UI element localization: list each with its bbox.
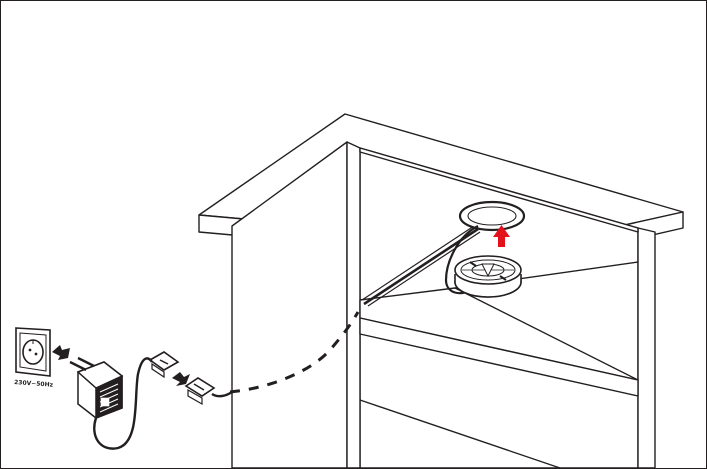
cabinet-left-front-edge (347, 142, 360, 468)
black-arrow-icon (172, 372, 190, 386)
socket-arrow-icon (52, 345, 70, 360)
puck-light (455, 256, 521, 297)
power-adapter-icon (70, 358, 152, 449)
cabinet (199, 114, 683, 468)
light-connector (186, 378, 214, 404)
mounting-hole-inner (468, 207, 516, 225)
adapter-connector (150, 352, 178, 377)
light-connector-cable (212, 392, 232, 396)
socket-voltage-label: 230V~50Hz (14, 379, 54, 389)
wall-socket-icon (16, 328, 50, 376)
connector-pair (150, 352, 232, 404)
cabinet-right-side (638, 228, 655, 468)
